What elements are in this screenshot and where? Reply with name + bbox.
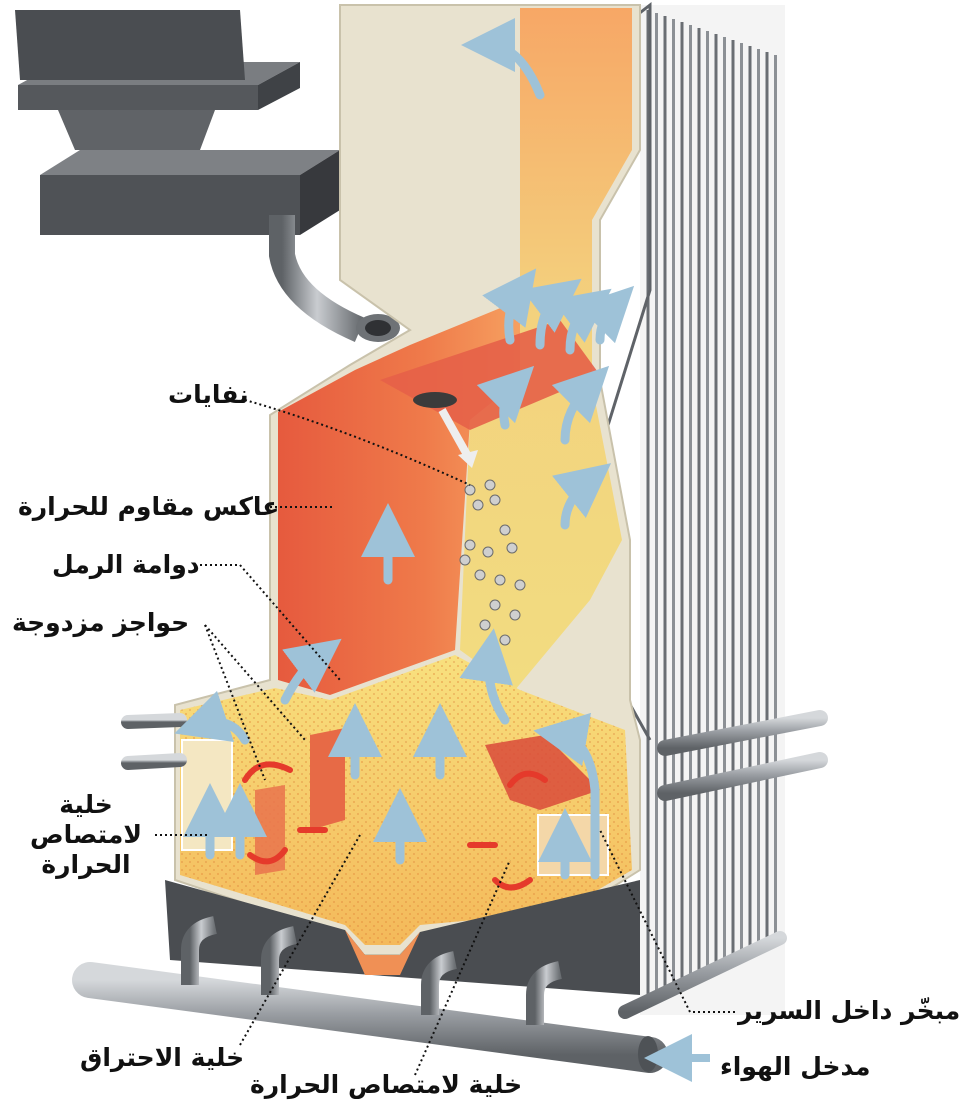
furnace-body bbox=[174, 4, 641, 956]
airflow-arrows bbox=[174, 18, 635, 880]
waste-particle bbox=[474, 569, 486, 581]
waste-label: نفايات bbox=[168, 380, 249, 409]
side-pipes bbox=[121, 710, 828, 1019]
waste-particle bbox=[464, 484, 476, 496]
water-wall-tubes bbox=[539, 1, 785, 1015]
air-plenum bbox=[165, 880, 640, 995]
waste-particle bbox=[489, 599, 501, 611]
waste-particle bbox=[459, 554, 471, 566]
air-inlet-label: مدخل الهواء bbox=[720, 1052, 871, 1081]
heat-absorption-cell-left-label: خلية لامتصاص الحرارة bbox=[30, 790, 142, 879]
waste-particle bbox=[509, 609, 521, 621]
leader-lines bbox=[155, 399, 735, 1076]
waste-particle bbox=[494, 574, 506, 586]
sand-vortex-label: دوامة الرمل bbox=[52, 550, 200, 579]
waste-particles bbox=[438, 408, 526, 646]
double-baffles-label: حواجز مزدوجة bbox=[12, 608, 190, 637]
waste-particle bbox=[484, 479, 496, 491]
heat-circulation-arrows bbox=[242, 761, 548, 891]
air-inlet-pipe bbox=[72, 916, 668, 1073]
waste-particle bbox=[479, 619, 491, 631]
waste-particle bbox=[464, 539, 476, 551]
feed-pipe bbox=[269, 215, 400, 342]
combustion-cell-label: خلية الاحتراق bbox=[80, 1043, 245, 1072]
heat-absorption-cell-bottom-label: خلية لامتصاص الحرارة bbox=[250, 1070, 523, 1099]
waste-particle bbox=[482, 546, 494, 558]
waste-particle bbox=[514, 579, 526, 591]
in-bed-evaporator-label: مبخّر داخل السرير bbox=[738, 996, 960, 1025]
waste-particle bbox=[472, 499, 484, 511]
refractory-reflector-label: عاكس مقاوم للحرارة bbox=[18, 492, 280, 521]
waste-particle bbox=[499, 634, 511, 646]
feed-hopper bbox=[15, 10, 340, 235]
waste-particle bbox=[499, 524, 511, 536]
waste-particle bbox=[506, 542, 518, 554]
waste-particle bbox=[489, 494, 501, 506]
